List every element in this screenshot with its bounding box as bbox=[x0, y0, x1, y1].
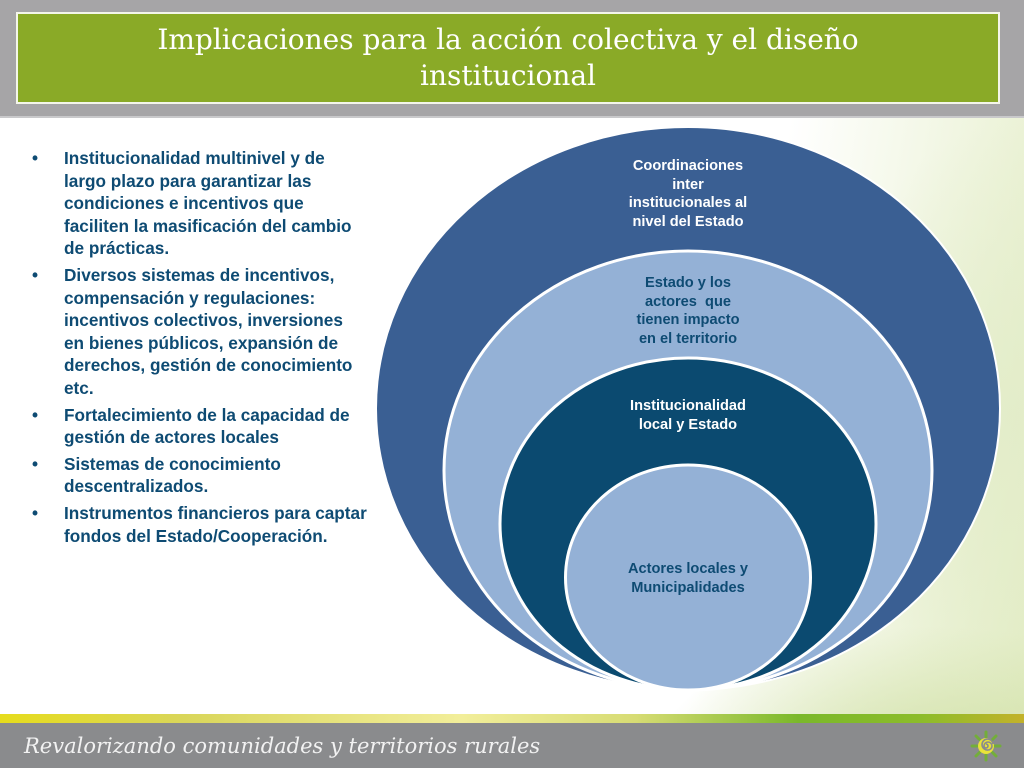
bullet-dot-icon: • bbox=[32, 404, 39, 425]
bullet-text: Fortalecimiento de la capacidad de gesti… bbox=[64, 404, 350, 448]
label-line: tienen impacto bbox=[636, 312, 740, 329]
title-box: Implicaciones para la acción colectiva y… bbox=[16, 12, 1000, 104]
level-3-label: Institucionalidad local y Estado bbox=[600, 397, 776, 434]
bullet-dot-icon: • bbox=[32, 264, 39, 285]
label-line: en el territorio bbox=[638, 330, 738, 347]
bullet-text: Sistemas de conocimiento descentralizado… bbox=[64, 453, 281, 497]
label-line: nivel del Estado bbox=[632, 213, 744, 230]
bullet-list: • Institucionalidad multinivel y de largo… bbox=[32, 147, 367, 551]
level-2-label: Estado y los actores que tienen impacto … bbox=[600, 274, 776, 348]
bullet-dot-icon: • bbox=[32, 502, 39, 523]
header-band: Implicaciones para la acción colectiva y… bbox=[0, 0, 1024, 118]
label-line: Municipalidades bbox=[631, 579, 745, 596]
label-line: Institucionalidad bbox=[630, 398, 746, 414]
bullet-dot-icon: • bbox=[32, 148, 39, 168]
label-line: inter bbox=[672, 176, 704, 193]
level-1-label: Coordinaciones inter institucionales al … bbox=[600, 157, 776, 231]
bullet-item: • Diversos sistemas de incentivos, compen… bbox=[32, 264, 367, 400]
footer-tagline: Revalorizando comunidades y territorios … bbox=[24, 734, 541, 758]
spiral-sun-icon bbox=[970, 730, 1002, 762]
bullet-text: Diversos sistemas de incentivos, compens… bbox=[64, 264, 353, 398]
label-line: local y Estado bbox=[638, 416, 738, 433]
bullet-item: • Fortalecimiento de la capacidad de gest… bbox=[32, 404, 367, 449]
slide-title: Implicaciones para la acción colectiva y… bbox=[157, 23, 859, 92]
bullet-item: • Institucionalidad multinivel y de largo… bbox=[32, 147, 367, 260]
label-line: actores que bbox=[645, 293, 731, 310]
footer-band bbox=[0, 723, 1024, 768]
label-line: Estado y los bbox=[645, 275, 731, 291]
label-line: Coordinaciones bbox=[632, 158, 744, 174]
bullet-text: Instrumentos financieros para captar fon… bbox=[64, 502, 367, 546]
label-line: Actores locales y bbox=[627, 561, 749, 577]
footer-gradient-strip bbox=[0, 714, 1024, 723]
bullet-text: Institucionalidad multinivel y de largo … bbox=[64, 148, 352, 259]
label-line: institucionales al bbox=[628, 195, 748, 212]
bullet-dot-icon: • bbox=[32, 453, 39, 474]
level-4-label: Actores locales y Municipalidades bbox=[600, 560, 776, 597]
circle-level-4 bbox=[564, 463, 812, 692]
bullet-item: • Instrumentos financieros para captar fo… bbox=[32, 502, 367, 547]
bullet-item: • Sistemas de conocimiento descentralizad… bbox=[32, 453, 367, 498]
